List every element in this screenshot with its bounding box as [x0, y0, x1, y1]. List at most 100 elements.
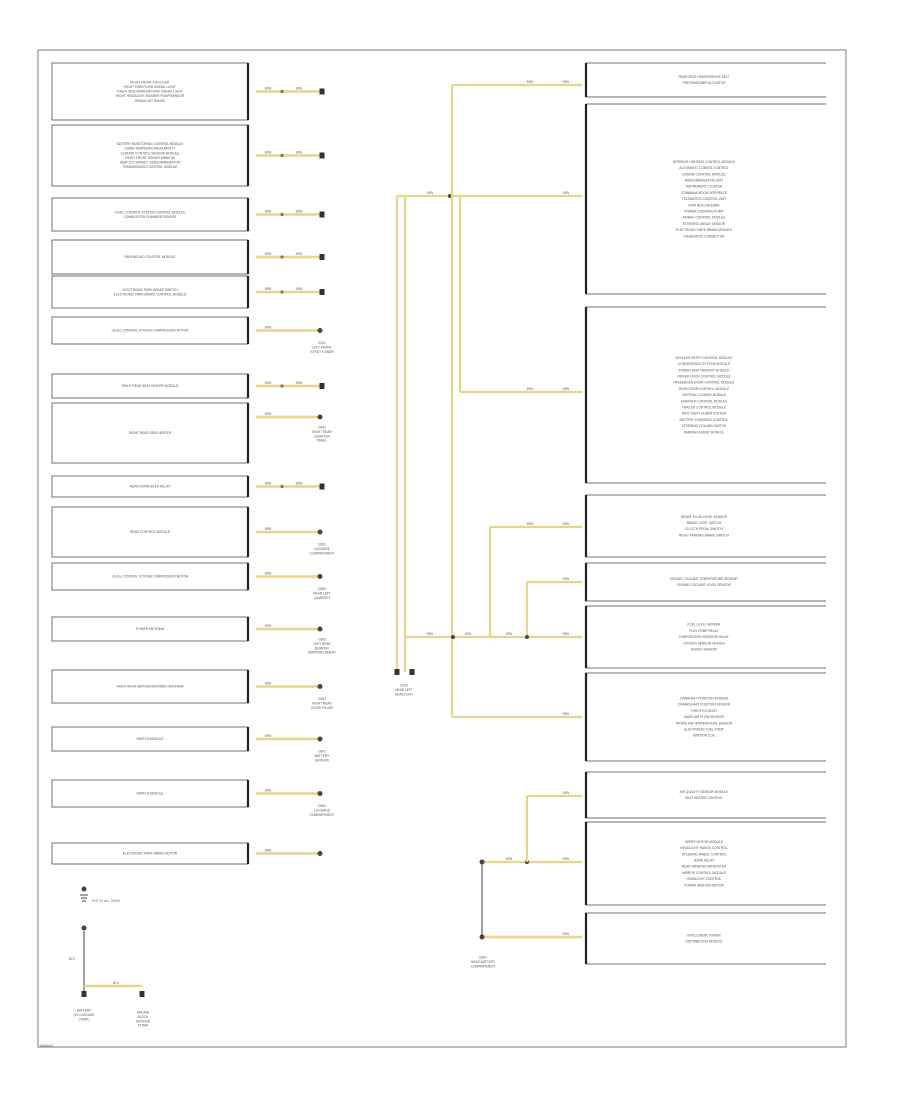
wire-code-label: BRN — [563, 522, 570, 526]
ground-point — [317, 574, 323, 579]
component-box-right — [585, 62, 826, 98]
wire-code-label: BRN — [265, 682, 272, 686]
wire-code-label: BRN — [465, 632, 472, 636]
component-label: LEVEL CONTROL SYSTEM COMPRESSOR MOTOR — [112, 329, 189, 333]
component-box-left — [51, 506, 249, 558]
component-box-right — [585, 771, 826, 819]
ground-connector — [319, 152, 325, 159]
wire-code-label: BRN — [265, 151, 272, 155]
wire-code-label: BRN — [527, 387, 534, 391]
component-label: RIGHT REAR SEAT HEATER MODULE — [122, 384, 179, 388]
wire-code-label: BRN — [563, 857, 570, 861]
wire-code-label: BRN — [506, 857, 513, 861]
battery-terminal — [81, 991, 87, 997]
component-box-left — [51, 562, 249, 591]
component-box-right — [585, 494, 826, 558]
ground-point — [81, 925, 87, 931]
wire-code-label: BRN — [563, 632, 570, 636]
component-box-left — [51, 616, 249, 642]
wire-code-label: BRN — [265, 624, 272, 628]
ground-connector — [319, 483, 325, 490]
component-label: REAR DEFROSTER RELAY — [130, 485, 171, 489]
wire-code-label: BRN — [296, 381, 303, 385]
ground-connector — [319, 254, 325, 260]
ground-connector — [319, 383, 325, 389]
junction-dot — [451, 635, 455, 639]
wire-code-label: BRN — [506, 632, 513, 636]
splice-mark — [280, 255, 284, 259]
component-label: RIGHT REAR DEFROSTER/RADIO ANTENNA — [116, 685, 184, 689]
ground-point — [317, 736, 323, 742]
splice-mark — [280, 89, 284, 94]
component-label: RIGHT REAR SEAT HEATER — [129, 431, 172, 435]
wire-code-label: BRN — [265, 326, 272, 330]
component-box-left — [51, 726, 249, 752]
ground-connector — [319, 211, 325, 218]
wire-code-label: BRN — [296, 482, 303, 486]
wire-code-label: BRN — [265, 252, 272, 256]
wire-code-label: BRN — [427, 191, 434, 195]
wire-code-label: BRN — [265, 734, 272, 738]
ground-point — [479, 934, 485, 940]
ground-connector — [319, 289, 325, 295]
component-box-right — [585, 562, 826, 602]
splice-mark — [280, 484, 284, 489]
wire-code-label: BRN — [296, 252, 303, 256]
junction-dot — [525, 635, 529, 639]
wire-code-label: BRN — [563, 791, 570, 795]
wire-code-label: BRN — [265, 572, 272, 576]
wire-code-label: BRN — [265, 87, 272, 91]
wire-code-label: BRN — [296, 210, 303, 214]
splice-mark — [280, 290, 284, 294]
ground-point — [317, 684, 323, 689]
wire-code-label: BRN — [563, 577, 570, 581]
component-layer — [51, 62, 826, 965]
splice-mark — [280, 384, 284, 388]
wire-code-label: BRN — [296, 87, 303, 91]
figure-id: W0000 — [40, 1043, 53, 1048]
component-box-left — [51, 669, 249, 704]
ground-point — [317, 414, 323, 420]
component-box-left — [51, 402, 249, 464]
wire-code-label: BLK — [69, 957, 76, 961]
wire-code-label: BRN — [265, 412, 272, 416]
component-label: ELECTRONIC PARK BRAKE MOTOR — [123, 852, 178, 856]
ground-point — [317, 529, 323, 535]
component-box-left — [51, 239, 249, 275]
component-label: LEVEL CONTROL SYSTEM COMPRESSOR MOTOR — [112, 575, 189, 579]
wire-code-label: BRN — [296, 287, 303, 291]
splice-mark — [280, 212, 284, 217]
ground-connector — [394, 669, 400, 675]
wire-code-label: BRN — [265, 849, 272, 853]
component-label: REAR CONTROL MODULE — [130, 530, 170, 534]
engine-ground-terminal — [139, 991, 145, 997]
wire-code-label: BRN — [265, 482, 272, 486]
wire-code-label: BRN — [265, 527, 272, 531]
wire-code-label: BRN — [527, 522, 534, 526]
wire-code-label: BRN — [563, 191, 570, 195]
wire-code-label: BRN — [296, 151, 303, 155]
